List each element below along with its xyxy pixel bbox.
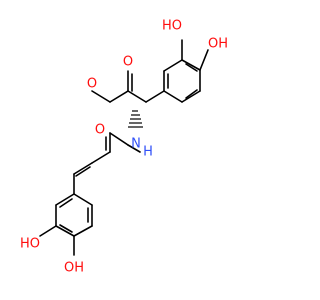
bond bbox=[39, 225, 57, 237]
molecule-structure: HO OH O O O H N HO OH bbox=[20, 19, 228, 276]
ester-carbonyl-oxygen: O bbox=[123, 55, 133, 70]
bond bbox=[75, 166, 91, 177]
bond bbox=[59, 224, 73, 233]
bond bbox=[73, 193, 93, 206]
bond bbox=[55, 193, 75, 206]
atom-labels: HO OH O O O H N HO OH bbox=[20, 19, 228, 276]
bond bbox=[73, 162, 93, 175]
ring2-meta-hydroxyl: HO bbox=[20, 237, 40, 252]
bond bbox=[55, 225, 75, 237]
bond bbox=[127, 144, 141, 153]
bond bbox=[59, 198, 73, 208]
bond bbox=[145, 90, 165, 103]
ring1-para-hydroxyl: HO bbox=[162, 19, 182, 34]
bond bbox=[199, 49, 209, 71]
bonds bbox=[39, 39, 209, 256]
amide-hydrogen: H bbox=[143, 145, 153, 160]
ring2-para-hydroxyl: OH bbox=[64, 261, 84, 276]
ester-ether-oxygen: O bbox=[87, 77, 97, 92]
bond bbox=[163, 59, 183, 72]
bond bbox=[109, 90, 129, 103]
bond bbox=[181, 59, 201, 71]
bond bbox=[91, 90, 111, 103]
wedge-bond bbox=[128, 110, 143, 128]
amide-nitrogen: N bbox=[131, 137, 141, 152]
bond bbox=[73, 225, 93, 237]
bond bbox=[127, 90, 147, 103]
amide-carbonyl-oxygen: O bbox=[95, 123, 105, 138]
bond bbox=[185, 63, 198, 72]
bond bbox=[185, 89, 198, 99]
ring1-meta-hydroxyl: OH bbox=[208, 37, 228, 52]
bond bbox=[109, 132, 129, 146]
bond bbox=[181, 90, 201, 103]
bond bbox=[163, 90, 183, 103]
bond bbox=[91, 151, 111, 164]
